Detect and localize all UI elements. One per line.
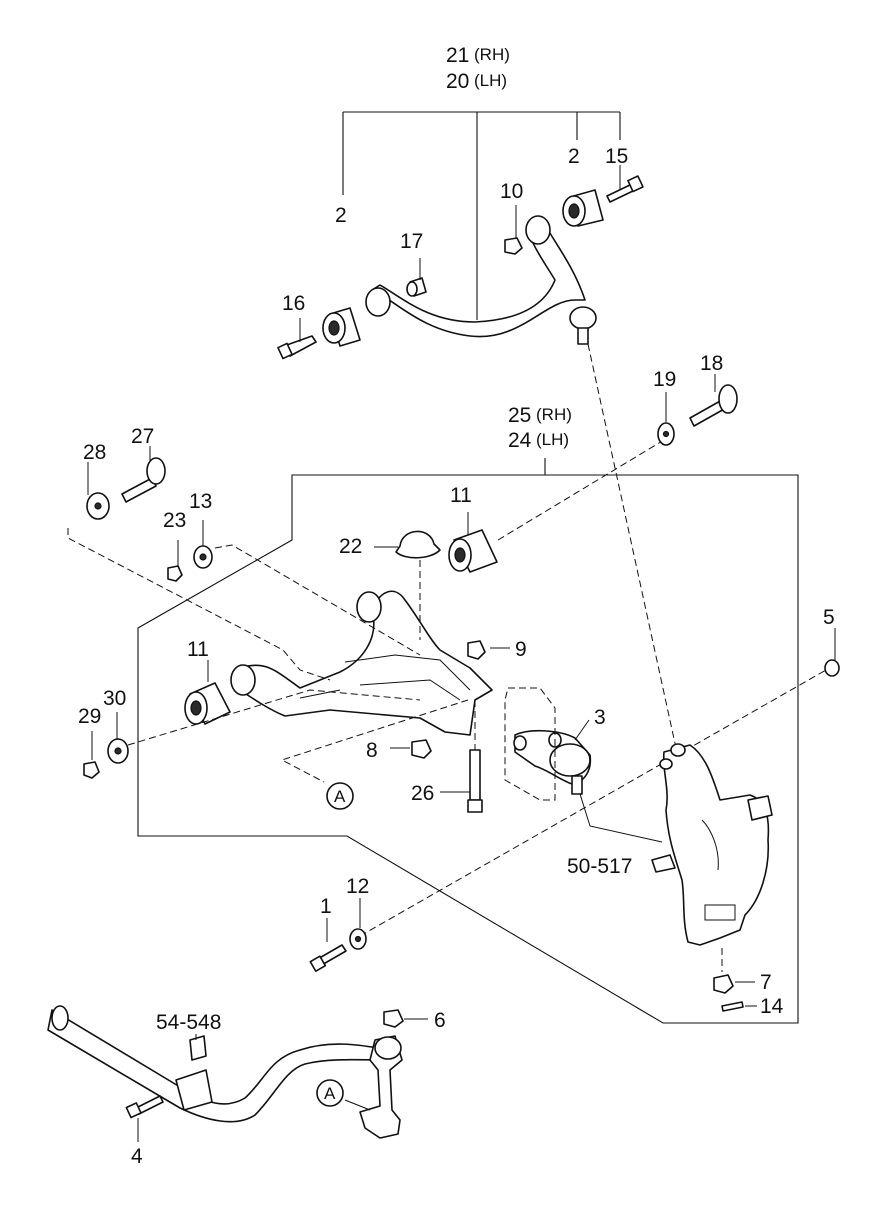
stabilizer-link: [359, 1035, 403, 1139]
label-3: 3: [594, 706, 606, 729]
lower-ball-joint-3: [513, 729, 592, 795]
label-26: 26: [411, 782, 434, 805]
label-27: 27: [131, 425, 154, 448]
label-19: 19: [653, 368, 676, 391]
label-20: 20: [446, 70, 469, 93]
label-6: 6: [434, 1009, 446, 1032]
label-21: 21: [446, 44, 469, 67]
label-a-lower: A: [324, 1084, 336, 1103]
label-21-rh: (RH): [474, 45, 510, 64]
label-4: 4: [131, 1145, 143, 1168]
label-20-lh: (LH): [474, 71, 507, 90]
label-16: 16: [282, 292, 305, 315]
pin-14: [721, 1001, 744, 1012]
lower-bushing-rear: [184, 682, 231, 725]
label-10: 10: [500, 180, 523, 203]
bolt-18-washer-19: [657, 374, 738, 446]
label-50-517: 50-517: [567, 855, 632, 878]
nut-8: [411, 739, 432, 759]
label-14: 14: [760, 995, 784, 1018]
label-23: 23: [163, 509, 186, 532]
label-11-front: 11: [450, 484, 472, 507]
label-30: 30: [103, 687, 126, 710]
label-12: 12: [346, 875, 369, 898]
stabilizer-bar-group: [47, 1005, 428, 1142]
label-24: 24: [508, 429, 532, 452]
bumper-22: [395, 530, 441, 559]
label-25: 25: [508, 404, 531, 427]
label-17: 17: [400, 230, 423, 253]
label-1: 1: [320, 895, 332, 918]
nut-29: [83, 761, 100, 779]
label-2-left: 2: [335, 204, 347, 227]
nut-7: [713, 974, 734, 994]
label-7: 7: [760, 971, 772, 994]
label-18: 18: [700, 352, 723, 375]
steering-knuckle: [579, 743, 773, 946]
label-25-rh: (RH): [536, 405, 572, 424]
ref-a-upper-marker: [326, 782, 354, 810]
label-9: 9: [515, 638, 527, 661]
label-28: 28: [83, 441, 106, 464]
label-29: 29: [78, 705, 101, 728]
lower-bushing-front: [448, 529, 498, 573]
label-a-upper: A: [334, 787, 346, 806]
label-11-rear: 11: [187, 638, 209, 661]
clip-54-548: [189, 1035, 207, 1061]
upper-bushing-right: [562, 189, 604, 227]
upper-arm-group: [277, 111, 644, 360]
label-5: 5: [823, 606, 835, 629]
nut-9: [467, 640, 486, 660]
bolt-26: [469, 749, 481, 801]
knuckle-ref-clip: [651, 854, 676, 873]
label-15: 15: [605, 145, 628, 168]
nut-6: [383, 1009, 404, 1028]
nut-5: [824, 659, 840, 677]
label-24-lh: (LH): [536, 430, 569, 449]
upper-bushing-left: [322, 307, 361, 347]
label-22: 22: [339, 535, 362, 558]
label-13: 13: [189, 490, 212, 513]
label-54-548: 54-548: [156, 1011, 221, 1034]
lower-control-arm: [239, 590, 493, 736]
nut-10: [504, 237, 523, 255]
lower-arm-group: [67, 439, 836, 1024]
ref-a-lower-marker: [316, 1079, 344, 1107]
label-2-right: 2: [568, 145, 580, 168]
nut-23: [167, 565, 183, 582]
label-8: 8: [366, 739, 378, 762]
bolt-27: [121, 477, 157, 503]
